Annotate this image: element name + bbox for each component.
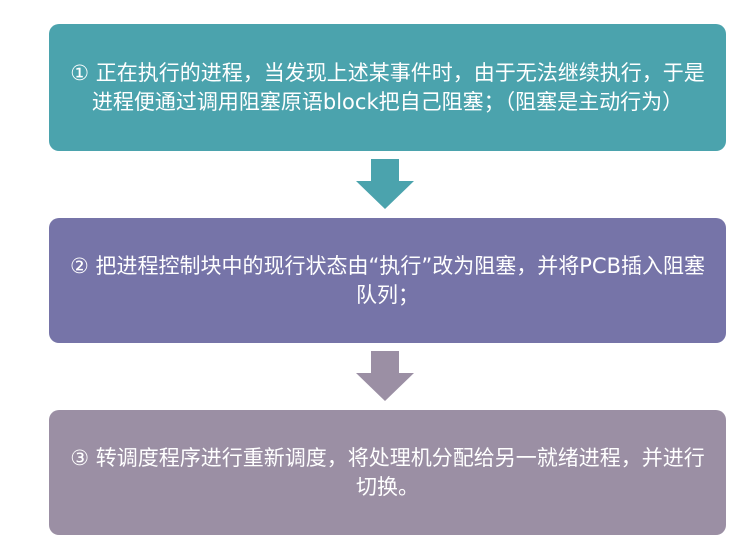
step-2-box: ② 把进程控制块中的现行状态由“执行”改为阻塞，并将PCB插入阻塞队列； <box>49 218 726 343</box>
step-3-text: ③ 转调度程序进行重新调度，将处理机分配给另一就绪进程，并进行切换。 <box>70 445 705 499</box>
down-arrow-1 <box>356 159 414 209</box>
step-2-text: ② 把进程控制块中的现行状态由“执行”改为阻塞，并将PCB插入阻塞队列； <box>70 253 705 307</box>
step-3-box: ③ 转调度程序进行重新调度，将处理机分配给另一就绪进程，并进行切换。 <box>49 410 726 535</box>
down-arrow-2 <box>356 351 414 401</box>
arrow-shape-2 <box>356 351 414 401</box>
step-1-text: ① 正在执行的进程，当发现上述某事件时，由于无法继续执行，于是进程便通过调用阻塞… <box>70 60 705 114</box>
step-1-box: ① 正在执行的进程，当发现上述某事件时，由于无法继续执行，于是进程便通过调用阻塞… <box>49 24 726 151</box>
arrow-shape-1 <box>356 159 414 209</box>
